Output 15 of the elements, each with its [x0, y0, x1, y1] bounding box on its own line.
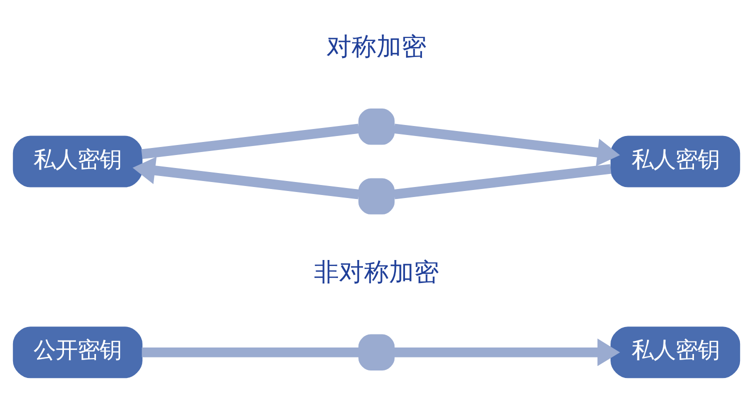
- arrow: [132, 156, 360, 199]
- connector: [142, 346, 359, 357]
- node-box: [358, 178, 395, 214]
- node-box: [358, 108, 395, 144]
- connector: [394, 164, 612, 199]
- label: 对称加密: [326, 31, 426, 60]
- node-box: 私人密钥: [610, 135, 740, 187]
- arrow: [394, 338, 620, 366]
- label: 非对称加密: [314, 256, 439, 286]
- node-box: 私人密钥: [12, 135, 142, 187]
- arrow: [394, 123, 620, 166]
- node-box: 私人密钥: [610, 326, 740, 378]
- node-box: [358, 334, 395, 370]
- connector: [141, 123, 360, 158]
- node-box: 公开密钥: [12, 326, 142, 378]
